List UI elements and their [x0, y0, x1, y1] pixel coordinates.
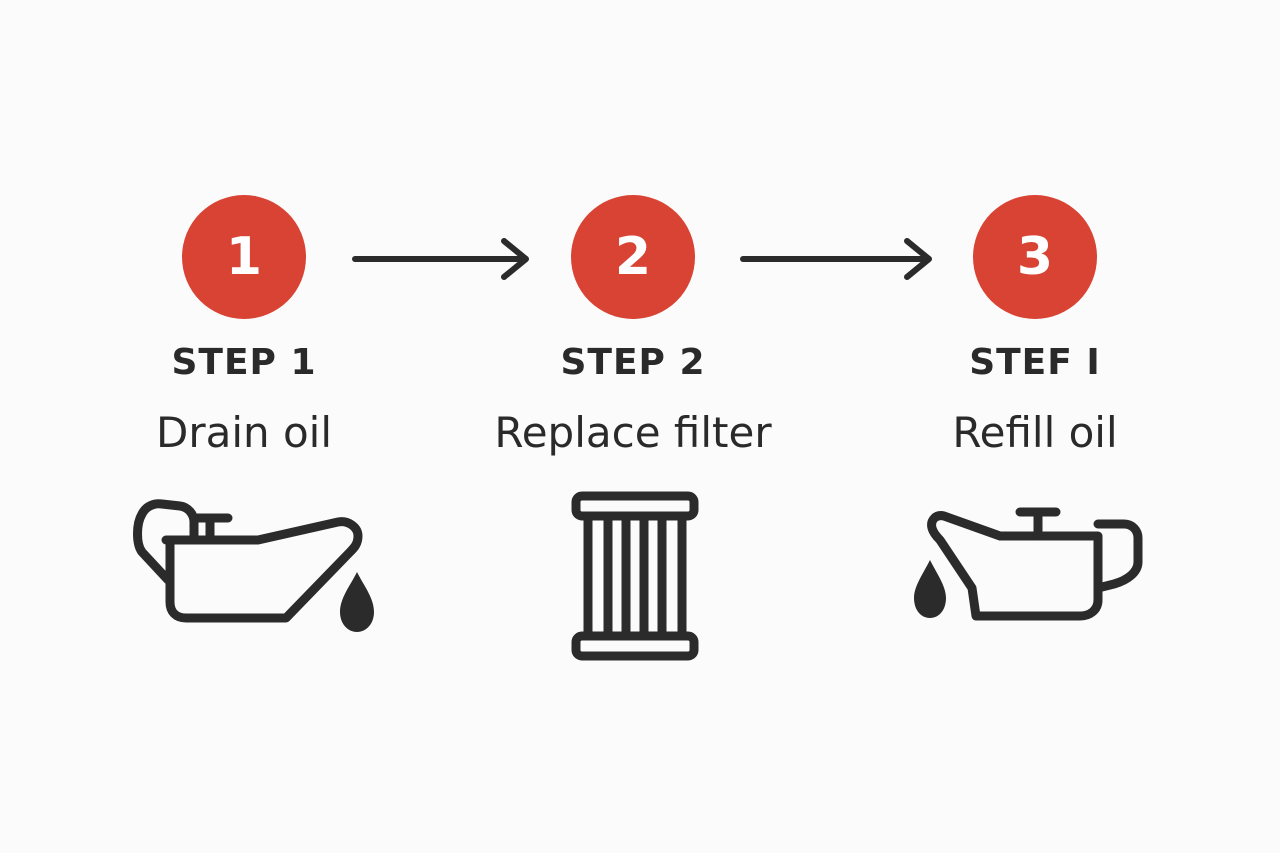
- step-2-label: STEP 2: [560, 342, 706, 383]
- oil-filter-icon: [570, 490, 700, 662]
- oil-can-pouring-right-icon: [128, 490, 388, 640]
- step-2-number-badge: 2: [571, 195, 695, 319]
- step-2-title: Replace filter: [494, 408, 772, 457]
- arrow-right-icon: [352, 236, 532, 282]
- arrow-right-icon: [740, 236, 935, 282]
- step-3-title: Refill oil: [952, 408, 1118, 457]
- step-1-label: STEP 1: [171, 342, 317, 383]
- step-3-number-badge: 3: [973, 195, 1097, 319]
- step-1-title: Drain oil: [155, 408, 333, 457]
- step-1-number-badge: 1: [182, 195, 306, 319]
- step-3-label: STEF I: [969, 342, 1101, 383]
- oil-can-pouring-left-icon: [902, 500, 1148, 630]
